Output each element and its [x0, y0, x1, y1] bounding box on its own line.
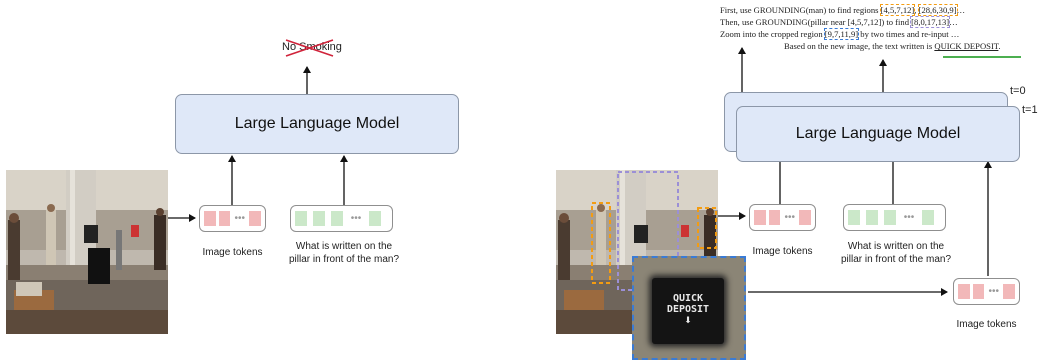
left-llm-box: Large Language Model: [175, 94, 459, 154]
left-image-tokens-caption: Image tokens: [202, 247, 263, 258]
bbox-pillar-overlay: [617, 171, 679, 291]
image-token: [958, 284, 970, 299]
image-token: [249, 211, 261, 226]
right-text-tokens: •••: [843, 204, 946, 231]
down-arrow-icon: ⬇: [684, 315, 692, 325]
right-question-line1: What is written on the: [847, 241, 945, 252]
answer-underline: [943, 56, 1021, 58]
right-llm-box-t1: Large Language Model: [736, 106, 1020, 162]
text-token: [848, 210, 860, 225]
reasoning-line2-prefix: Then, use GROUNDING(pillar near [4,5,7,1…: [720, 17, 912, 27]
left-question-line2: pillar in front of the man?: [288, 254, 400, 265]
left-question-caption: What is written on the pillar in front o…: [274, 240, 414, 266]
image-token: [768, 210, 781, 225]
reasoning-line1-suffix: …: [956, 5, 966, 15]
reasoning-line4-prefix: Based on the new image, the text written…: [784, 41, 935, 51]
ellipsis-icon: •••: [988, 285, 999, 297]
text-token: [884, 210, 896, 225]
reasoning-line1-prefix: First, use GROUNDING(man) to find region…: [720, 5, 881, 15]
t1-label: t=1: [1022, 104, 1038, 116]
left-llm-label: Large Language Model: [234, 115, 400, 132]
right-question-caption: What is written on the pillar in front o…: [826, 240, 966, 266]
deposit-sign: QUICK DEPOSIT ⬇: [652, 278, 724, 344]
reasoning-line2-suffix: …: [949, 17, 958, 27]
right-image-tokens-caption-bottom: Image tokens: [956, 319, 1017, 330]
right-image-tokens-bottom: •••: [953, 278, 1020, 305]
ellipsis-icon: •••: [784, 211, 795, 223]
image-token: [1003, 284, 1015, 299]
right-image-tokens-top: •••: [749, 204, 816, 231]
reasoning-line1-sep: ,: [914, 5, 919, 15]
text-token: [295, 211, 307, 226]
reasoning-line3-prefix: Zoom into the cropped region: [720, 29, 825, 39]
reasoning-line4-suffix: .: [998, 41, 1001, 51]
left-question-line1: What is written on the: [295, 241, 393, 252]
text-token: [331, 211, 343, 226]
bbox-crop: [9,7,11,9]: [823, 28, 860, 40]
ellipsis-icon: •••: [350, 212, 362, 224]
right-question-line2: pillar in front of the man?: [840, 254, 952, 265]
ellipsis-icon: •••: [234, 212, 245, 224]
reasoning-line-1: First, use GROUNDING(man) to find region…: [720, 4, 1038, 16]
reasoning-text: First, use GROUNDING(man) to find region…: [720, 4, 1038, 58]
text-token: [922, 210, 934, 225]
left-output: No Smoking: [278, 38, 348, 58]
bbox-man-1-overlay: [591, 202, 611, 284]
t0-label: t=0: [1010, 85, 1026, 97]
bbox-pillar: [8,0,17,13]: [910, 16, 951, 28]
zoomed-crop: QUICK DEPOSIT ⬇: [632, 256, 746, 360]
crop-sign-line2: DEPOSIT: [666, 304, 710, 315]
left-text-tokens: •••: [290, 205, 393, 232]
bbox-man-2: [28,6,30,9]: [917, 4, 958, 16]
ellipsis-icon: •••: [903, 211, 915, 223]
answer-text: QUICK DEPOSIT: [934, 41, 999, 51]
reasoning-line-4: Based on the new image, the text written…: [720, 40, 1038, 52]
image-token: [204, 211, 216, 226]
image-token: [799, 210, 811, 225]
right-image-tokens-caption-top: Image tokens: [752, 246, 813, 257]
image-token: [972, 284, 985, 299]
reasoning-line3-suffix: by two times and re-input …: [858, 29, 960, 39]
image-token: [218, 211, 231, 226]
text-token: [866, 210, 878, 225]
bank-lobby-image: [6, 170, 168, 334]
left-scene-photo: [6, 170, 168, 334]
reasoning-line-3: Zoom into the cropped region [9,7,11,9] …: [720, 28, 1038, 40]
bbox-man-1: [4,5,7,12]: [879, 4, 916, 16]
bbox-man-2-overlay: [697, 207, 717, 249]
left-image-tokens: •••: [199, 205, 266, 232]
text-token: [313, 211, 325, 226]
right-llm-label: Large Language Model: [795, 125, 961, 142]
reasoning-line-2: Then, use GROUNDING(pillar near [4,5,7,1…: [720, 16, 1038, 28]
cross-out-icon: [285, 39, 334, 57]
image-token: [754, 210, 766, 225]
crop-sign-line1: QUICK: [672, 293, 704, 304]
text-token: [369, 211, 381, 226]
